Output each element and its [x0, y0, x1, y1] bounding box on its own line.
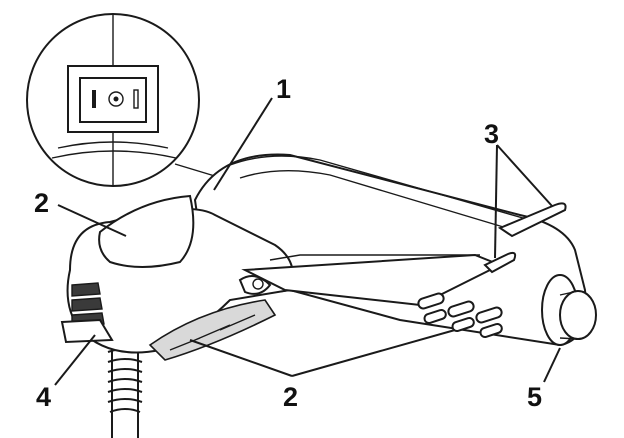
- callout-4: 4: [36, 382, 51, 412]
- device-housing: [60, 153, 597, 361]
- leader-2a: [189, 339, 293, 377]
- callout-2-top: 2: [34, 188, 49, 218]
- prong-upper: [497, 202, 567, 238]
- center-window: [241, 253, 503, 307]
- top-grip-pad: [98, 194, 195, 268]
- leader-lines: [54, 97, 561, 386]
- callout-3: 3: [484, 119, 499, 149]
- power-cable: [107, 340, 143, 438]
- callout-5: 5: [527, 382, 542, 412]
- rear-vents: [60, 282, 114, 344]
- leader-3a: [496, 144, 553, 207]
- socket-pin-left: [92, 90, 96, 108]
- leader-5: [543, 347, 561, 383]
- leader-2b: [291, 329, 456, 377]
- detail-magnifier: [26, 13, 229, 187]
- callout-1: 1: [276, 74, 291, 104]
- socket-inner: [79, 77, 147, 123]
- socket-pin-right: [133, 89, 139, 109]
- prong-lower: [483, 251, 517, 274]
- hinge-knob: [238, 275, 272, 295]
- leader-3b: [494, 144, 498, 259]
- nozzle-cap: [559, 290, 597, 340]
- leader-2-top: [57, 204, 127, 237]
- leader-4: [54, 334, 96, 386]
- socket-center-ring: [108, 91, 124, 107]
- callout-2-bottom: 2: [283, 382, 298, 412]
- leader-1: [213, 97, 273, 191]
- side-vent-slots: [417, 292, 503, 338]
